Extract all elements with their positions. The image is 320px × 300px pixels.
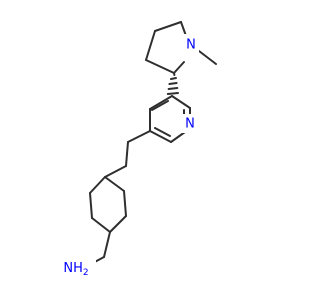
atom-labels: N N NH2 — [63, 34, 199, 278]
bond — [123, 190, 127, 217]
bond — [91, 217, 111, 233]
bond — [109, 215, 127, 233]
bond — [154, 127, 171, 137]
bond — [167, 87, 179, 90]
bond — [149, 95, 173, 110]
stereo-hash-bond — [166, 72, 179, 95]
bond — [198, 50, 217, 65]
bond — [170, 131, 186, 143]
bond — [104, 176, 125, 192]
bond — [145, 30, 156, 61]
atom-label-background — [184, 34, 199, 54]
amine-label-subscript: 2 — [83, 268, 89, 278]
chemical-structure-diagram: N N NH2 — [63, 21, 217, 278]
pyrrolidine-nitrogen-label: N — [186, 38, 196, 53]
bond — [166, 92, 179, 95]
bond — [171, 95, 191, 109]
amine-label-main: NH — [63, 261, 83, 276]
bond — [151, 100, 169, 111]
bond — [125, 141, 129, 167]
amine-label: NH2 — [63, 261, 88, 278]
bond — [103, 231, 111, 258]
pyridine-nitrogen-label: N — [185, 117, 195, 132]
atom-label-background — [64, 257, 96, 278]
bond — [127, 130, 151, 143]
bond — [89, 192, 93, 219]
bond — [170, 77, 177, 80]
bonds — [89, 21, 217, 265]
bond — [145, 59, 175, 74]
bond — [154, 21, 182, 32]
bond — [149, 130, 172, 143]
bond — [104, 165, 127, 178]
atom-label-background — [182, 114, 197, 133]
bond — [89, 176, 106, 194]
bond — [173, 61, 185, 74]
bond — [168, 82, 178, 85]
